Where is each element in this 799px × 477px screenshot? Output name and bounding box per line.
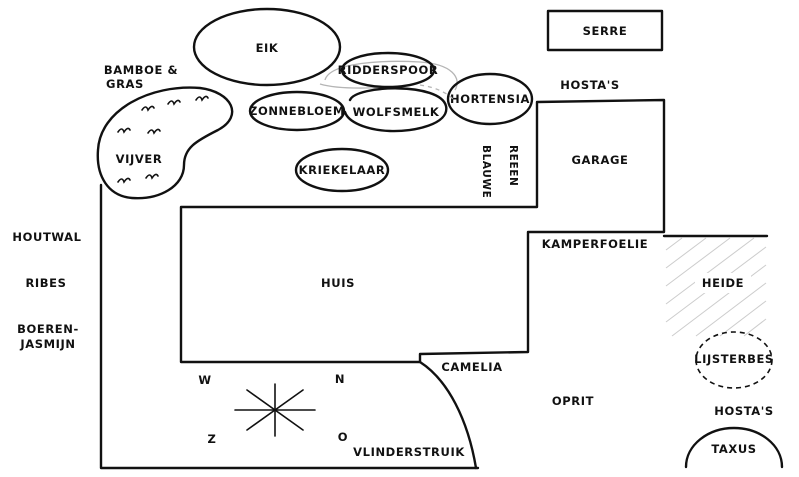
ripple — [167, 99, 181, 106]
label-blauwe: BLAUWE — [480, 145, 492, 198]
label-huis: HUIS — [321, 276, 355, 290]
label-kriekelaar: KRIEKELAAR — [299, 163, 386, 177]
label-eik: EIK — [256, 41, 279, 55]
ripple — [147, 128, 161, 135]
compass-rose — [234, 383, 316, 437]
serre-box — [546, 9, 664, 52]
label-vlinderstruik: VLINDERSTRUIK — [353, 445, 465, 459]
ripple — [117, 177, 131, 184]
label-boeren-line1: BOEREN- — [17, 322, 79, 336]
label-hosta-top: HOSTA'S — [560, 78, 620, 92]
taxus-shrub — [684, 426, 784, 469]
compass-o: O — [338, 430, 348, 444]
label-houtwal: HOUTWAL — [12, 230, 81, 244]
eik-tree — [192, 7, 342, 87]
label-camelia: CAMELIA — [441, 360, 502, 374]
label-bamboe-gras: BAMBOE &GRAS — [104, 63, 178, 91]
ripple — [195, 95, 209, 102]
wolfsmelk-bed — [343, 87, 448, 133]
heide-label-bg — [695, 273, 751, 293]
label-bamboe-line1: BAMBOE & — [104, 63, 178, 77]
water-ripples — [117, 95, 209, 184]
label-vijver: VIJVER — [116, 152, 163, 166]
label-boerenjasmijn: BOEREN-JASMIJN — [17, 322, 79, 351]
label-reeen: REEEN — [507, 145, 519, 186]
label-serre: SERRE — [583, 24, 628, 38]
ripple — [117, 127, 131, 134]
compass-w: W — [198, 373, 211, 387]
label-hosta-bottom: HOSTA'S — [714, 404, 774, 418]
lijsterbes-tree — [695, 331, 773, 389]
label-zonnebloem: ZONNEBLOEM — [249, 104, 345, 118]
garden-boundary — [99, 183, 480, 470]
ripple — [141, 105, 155, 112]
label-lijsterbes: LIJSTERBES — [694, 352, 774, 366]
label-ridderspoor: RIDDERSPOOR — [338, 63, 439, 77]
label-hortensia: HORTENSIA — [450, 92, 530, 106]
camelia-curve — [418, 360, 478, 470]
house-outline — [179, 98, 666, 364]
vijver-pond — [96, 86, 234, 200]
label-boeren-line2: JASMIJN — [19, 337, 75, 351]
ripple — [145, 173, 159, 180]
label-garage: GARAGE — [572, 153, 629, 167]
compass-n: N — [335, 372, 345, 386]
ridderspoor-bed — [340, 51, 436, 89]
compass-z: Z — [208, 432, 217, 446]
label-oprit: OPRIT — [552, 394, 594, 408]
label-bamboe-line2: GRAS — [106, 77, 144, 91]
label-taxus: TAXUS — [711, 442, 756, 456]
wolfsmelk-dashed-edge — [419, 84, 456, 103]
label-wolfsmelk: WOLFSMELK — [353, 105, 440, 119]
kriekelaar-tree — [294, 147, 390, 193]
hortensia-bed — [446, 72, 534, 126]
label-ribes: RIBES — [25, 276, 66, 290]
label-heide: HEIDE — [702, 276, 744, 290]
zonnebloem-bed — [248, 90, 346, 132]
label-kamperfoelie: KAMPERFOELIE — [542, 237, 649, 251]
